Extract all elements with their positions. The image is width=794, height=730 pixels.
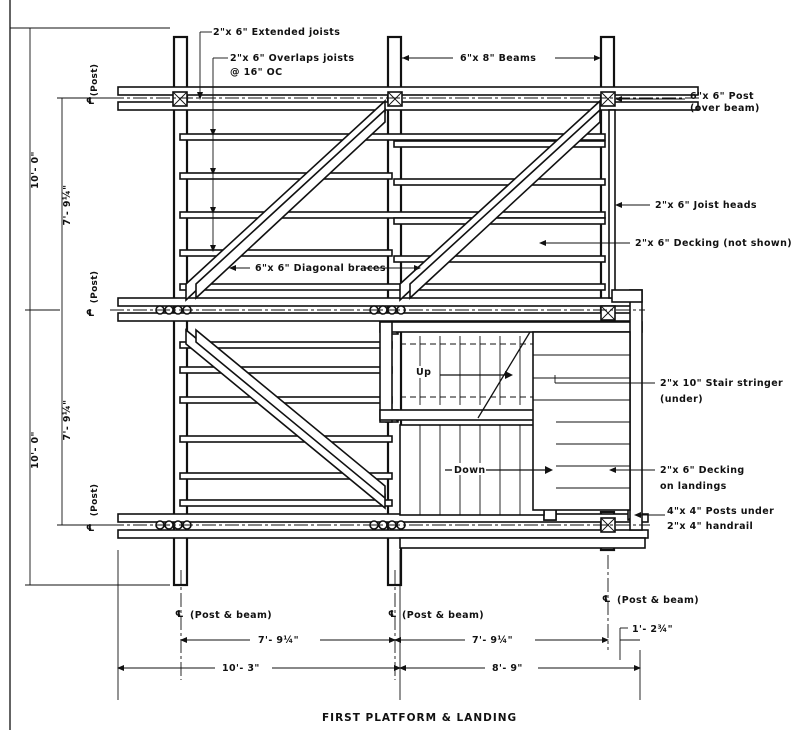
label-dimension-left-upper: 10'- 0" [30,151,41,189]
label-bottom-span-2: 7'- 9¼" [472,635,513,646]
label-down: Down [454,465,486,476]
label-beams: 6"x 8" Beams [460,53,536,64]
label-stair-stringer-2: (under) [660,394,703,405]
label-stair-stringer-1: 2"x 10" Stair stringer [660,378,783,389]
svg-text:(Post): (Post) [90,64,100,96]
label-bottom-span-1: 7'- 9¼" [258,635,299,646]
beam-mid-b [117,312,639,322]
left-dimensions [25,27,170,586]
label-dimension-inner-upper: 7'- 9¼" [62,185,73,226]
label-decking-landings-2: on landings [660,481,727,492]
label-dimension-inner-lower: 7'- 9¼" [62,400,73,441]
centerlines [110,97,700,680]
svg-text:(Post): (Post) [90,271,100,303]
cl-symbol-middle: ℄ [86,308,95,319]
leaders-top [197,31,601,252]
svg-text:10'- 0": 10'- 0" [30,151,41,189]
label-dimension-left-lower: 10'- 0" [30,431,41,469]
beam-top-a [117,86,699,96]
beam-top-b [117,101,699,111]
svg-text:7'- 9¼": 7'- 9¼" [62,185,73,226]
beam-mid-a [117,297,639,307]
label-diagonal-braces: 6"x 6" Diagonal braces [255,263,386,274]
label-posts-handrail-1: 4"x 4" Posts under [667,506,774,517]
cl-symbol-bottom-right: ℄ [602,594,611,605]
cl-symbol-bottom-middle: ℄ [388,609,397,620]
beams [117,86,699,539]
label-post-over-beam-2: (over beam) [690,103,760,114]
joists-upper [179,133,606,291]
label-overall-2: 8'- 9" [492,663,523,674]
label-post-bottom: (Post) [90,484,100,516]
diagonal-braces [185,99,601,510]
label-post-beam-left: (Post & beam) [190,610,272,621]
joists-lower [179,341,393,507]
label-overall-1: 10'- 3" [222,663,260,674]
label-overlap-spacing: @ 16" OC [230,67,283,78]
cl-symbol-bottom-left: ℄ [175,609,184,620]
page-border [9,0,40,730]
label-post-middle: (Post) [90,271,100,303]
label-decking-landings-1: 2"x 6" Decking [660,465,745,476]
svg-text:7'- 9¼": 7'- 9¼" [62,400,73,441]
label-post-beam-right: (Post & beam) [617,595,699,606]
label-post-beam-middle: (Post & beam) [402,610,484,621]
label-post-over-beam-1: 6"x 6" Post [690,91,754,102]
label-extended-joists: 2"x 6" Extended joists [213,27,340,38]
label-post-top: (Post) [90,64,100,96]
svg-text:(Post): (Post) [90,484,100,516]
cl-symbol-top: ℄ [86,96,95,107]
landing-structure [379,289,646,549]
cl-symbol-bottom: ℄ [86,523,95,534]
beam-bot-b [117,529,649,539]
label-bottom-offset: 1'- 2¾" [632,624,673,635]
bottom-dimensions [117,550,641,700]
label-joist-heads: 2"x 6" Joist heads [655,200,757,211]
svg-text:10'- 0": 10'- 0" [30,431,41,469]
label-posts-handrail-2: 2"x 4" handrail [667,521,753,532]
leaders-right [229,96,685,518]
label-overlap-joists: 2"x 6" Overlaps joists [230,53,354,64]
drawing-title: FIRST PLATFORM & LANDING [322,712,517,724]
label-up: Up [416,367,431,378]
label-decking-not-shown: 2"x 6" Decking (not shown) [635,238,792,249]
joist-head-right [608,109,616,299]
